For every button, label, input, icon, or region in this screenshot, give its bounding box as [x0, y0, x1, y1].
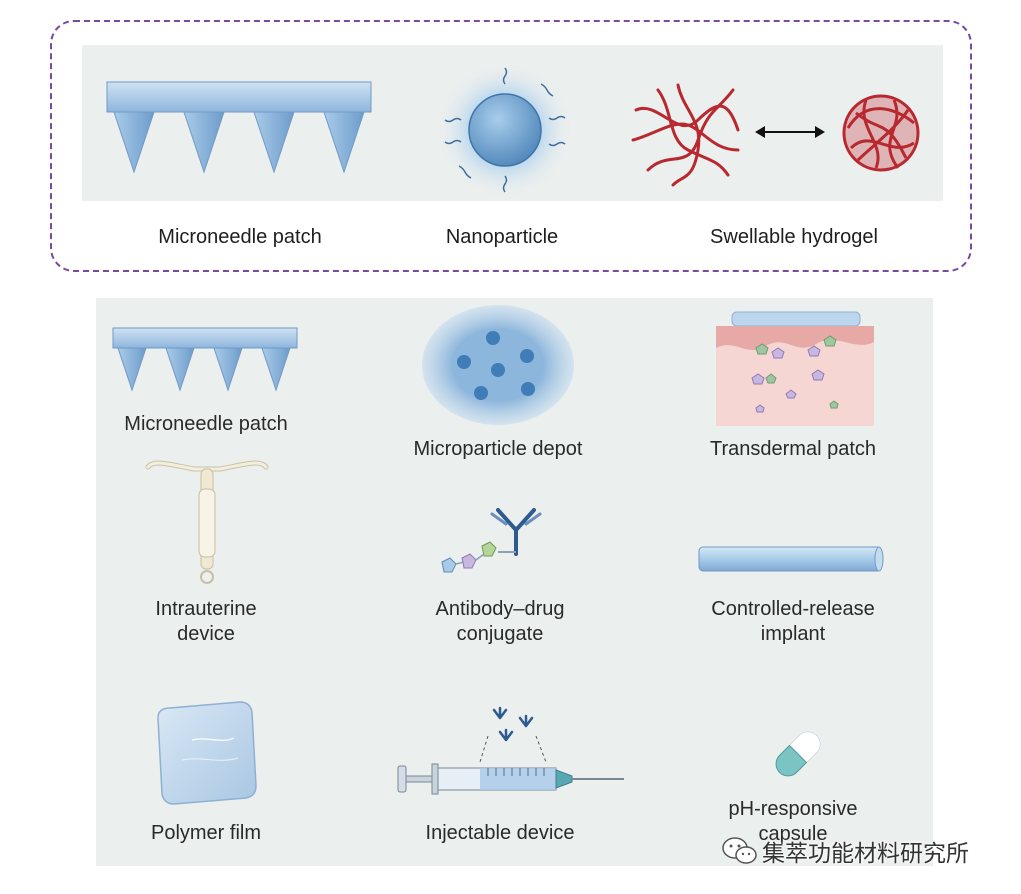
injectable-device-icon: [397, 706, 624, 795]
label-polymer-film: Polymer film: [150, 822, 262, 844]
microparticle-depot-icon: [422, 305, 574, 425]
label-adc-line2: conjugate: [456, 623, 544, 645]
top-microneedle-icon: [106, 81, 372, 174]
label-implant-line2: implant: [760, 623, 826, 645]
label-antibody-drug-conjugate: Antibody–drug conjugate: [436, 597, 565, 647]
label-controlled-release-implant: Controlled-release implant: [711, 597, 874, 647]
label-intrauterine-device: Intrauterine device: [155, 597, 256, 647]
label-implant-line1: Controlled-release: [711, 598, 875, 620]
transdermal-patch-icon: [716, 311, 874, 426]
label-transdermal-patch: Transdermal patch: [710, 438, 876, 460]
label-capsule-line1: pH-responsive: [728, 798, 858, 820]
nanoparticle-icon: [437, 62, 573, 198]
label-injectable-device: Injectable device: [425, 822, 575, 844]
double-arrow-icon: [755, 126, 825, 138]
label-adc-line1: Antibody–drug: [435, 598, 565, 620]
top-section-frame: [50, 20, 972, 272]
polymer-film-icon: [157, 701, 257, 805]
hydrogel-strands-icon: [631, 83, 740, 187]
bottom-microneedle-icon: [112, 327, 298, 392]
label-intrauterine-line1: Intrauterine: [155, 598, 257, 620]
hydrogel-ball-icon: [842, 94, 920, 172]
top-label-nanoparticle: Nanoparticle: [445, 226, 559, 248]
label-microneedle-patch: Microneedle patch: [124, 413, 288, 435]
antibody-drug-conjugate-icon: [441, 508, 542, 573]
ph-responsive-capsule-icon: [775, 731, 821, 777]
wechat-icon: [722, 837, 757, 864]
top-label-microneedle: Microneedle patch: [158, 226, 322, 248]
label-ph-responsive-capsule: pH-responsive capsule: [729, 797, 858, 847]
intrauterine-device-icon: [145, 460, 269, 584]
watermark-text: 集萃功能材料研究所: [762, 841, 969, 867]
label-intrauterine-line2: device: [177, 623, 235, 645]
label-microparticle-depot: Microparticle depot: [413, 438, 583, 460]
controlled-release-implant-icon: [698, 546, 884, 572]
top-label-hydrogel: Swellable hydrogel: [710, 226, 878, 248]
label-capsule-line2: capsule: [758, 823, 828, 845]
